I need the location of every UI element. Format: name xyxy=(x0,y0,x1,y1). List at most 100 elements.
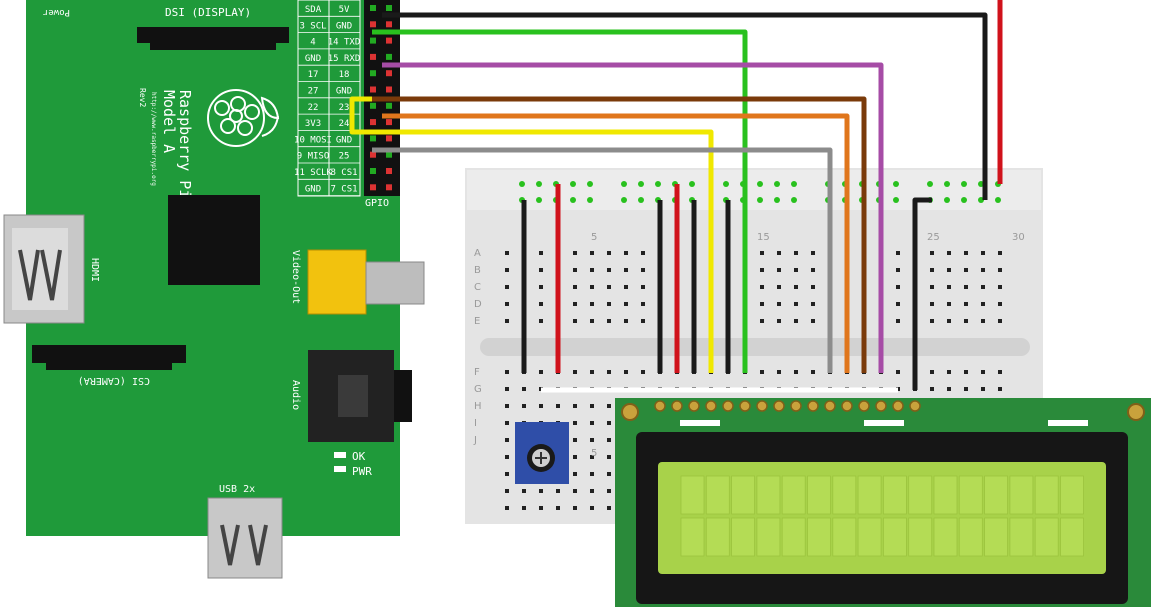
breadboard-hole xyxy=(590,455,594,459)
breadboard-hole xyxy=(607,268,611,272)
gpio-pin-label: 10 MOSI xyxy=(294,135,332,145)
breadboard-hole xyxy=(930,302,934,306)
breadboard-hole xyxy=(556,404,560,408)
usb-port xyxy=(207,497,283,579)
breadboard-hole xyxy=(760,285,764,289)
breadboard-hole xyxy=(522,404,526,408)
rail-hole xyxy=(587,197,593,203)
rail-hole xyxy=(791,197,797,203)
rail-hole xyxy=(927,181,933,187)
breadboard-hole xyxy=(981,387,985,391)
csi-connector-lip xyxy=(46,362,172,370)
breadboard-column-numbers: 5 15 25 30 5 xyxy=(591,232,1025,459)
breadboard-hole xyxy=(607,370,611,374)
gpio-pin-label: SDA xyxy=(305,5,322,15)
row-letter-f: F xyxy=(474,367,480,378)
breadboard-hole xyxy=(794,285,798,289)
gpio-pin-label: 25 xyxy=(339,152,350,162)
lcd-pin xyxy=(705,400,717,412)
column-number-5: 5 xyxy=(591,232,597,243)
breadboard-hole xyxy=(964,268,968,272)
breadboard-hole xyxy=(505,319,509,323)
breadboard-hole xyxy=(539,489,543,493)
raspberry-logo-icon xyxy=(207,89,280,147)
lcd-character-cell xyxy=(781,517,806,557)
row-letter-b: B xyxy=(474,265,481,276)
breadboard-hole xyxy=(811,251,815,255)
gray-gpio25-wire xyxy=(372,147,833,373)
model-line-2: Model A xyxy=(160,90,178,153)
breadboard-hole xyxy=(896,319,900,323)
breadboard-hole xyxy=(930,268,934,272)
rail-hole xyxy=(944,197,950,203)
breadboard-hole xyxy=(539,268,543,272)
lcd-character-cell xyxy=(958,517,983,557)
purple-gpio18-wire xyxy=(382,62,884,373)
breadboard-hole xyxy=(607,472,611,476)
breadboard-hole xyxy=(930,370,934,374)
usb-label: USB 2x xyxy=(219,484,255,495)
lcd-marker xyxy=(864,420,904,426)
breadboard-hole xyxy=(590,302,594,306)
rail-hole xyxy=(587,181,593,187)
lcd-character-cell xyxy=(1060,517,1084,557)
breadboard-hole xyxy=(556,506,560,510)
gpio-pin xyxy=(370,5,376,11)
row-letter-j: J xyxy=(473,435,477,446)
breadboard-hole xyxy=(777,285,781,289)
lcd-pin xyxy=(909,400,921,412)
lcd-character-cell xyxy=(731,517,755,557)
rail-hole xyxy=(961,197,967,203)
breadboard-hole xyxy=(505,387,509,391)
rail-hole xyxy=(774,181,780,187)
row-letter-c: C xyxy=(474,282,481,293)
gpio-pin xyxy=(370,37,376,44)
gpio-pin xyxy=(386,53,392,60)
lcd-pin xyxy=(841,400,853,412)
breadboard-hole xyxy=(505,506,509,510)
breadboard-hole xyxy=(624,251,628,255)
black-gnd-wire xyxy=(382,12,988,200)
soc-chip xyxy=(168,195,260,285)
breadboard-hole xyxy=(607,319,611,323)
breadboard-hole xyxy=(998,370,1002,374)
dsi-connector-lip xyxy=(150,42,276,50)
breadboard-hole xyxy=(607,302,611,306)
row-letter-g: G xyxy=(474,384,482,395)
breadboard-hole xyxy=(505,489,509,493)
breadboard-hole xyxy=(981,285,985,289)
gpio-pin xyxy=(386,37,392,44)
breadboard-hole xyxy=(794,370,798,374)
breadboard-hole xyxy=(947,268,951,272)
breadboard-hole xyxy=(573,370,577,374)
row-letter-i: I xyxy=(474,418,477,429)
dsi-connector xyxy=(137,27,289,43)
breadboard-hole xyxy=(981,319,985,323)
rail-hole xyxy=(519,181,525,187)
breadboard-hole xyxy=(590,421,594,425)
gpio-pin xyxy=(386,70,392,77)
rail-hole xyxy=(961,181,967,187)
breadboard-hole xyxy=(641,251,645,255)
lcd-header-pins xyxy=(654,400,921,412)
breadboard-hole xyxy=(896,302,900,306)
breadboard-hole xyxy=(811,285,815,289)
breadboard-hole xyxy=(777,302,781,306)
lcd-pin xyxy=(824,400,836,412)
breadboard-hole xyxy=(590,489,594,493)
breadboard-hole xyxy=(981,251,985,255)
breadboard-hole xyxy=(964,285,968,289)
rail-hole xyxy=(621,181,627,187)
breadboard-hole xyxy=(505,421,509,425)
breadboard-hole xyxy=(624,319,628,323)
lcd-character-cell xyxy=(984,475,1008,515)
breadboard-hole xyxy=(947,387,951,391)
lcd-marker xyxy=(680,420,720,426)
breadboard-hole xyxy=(505,285,509,289)
lcd-pin xyxy=(790,400,802,412)
gpio-pin-label: 24 xyxy=(339,119,350,129)
gpio-pin-label: 8 CS1 xyxy=(330,168,357,178)
orange-gpio24-wire xyxy=(382,113,850,373)
